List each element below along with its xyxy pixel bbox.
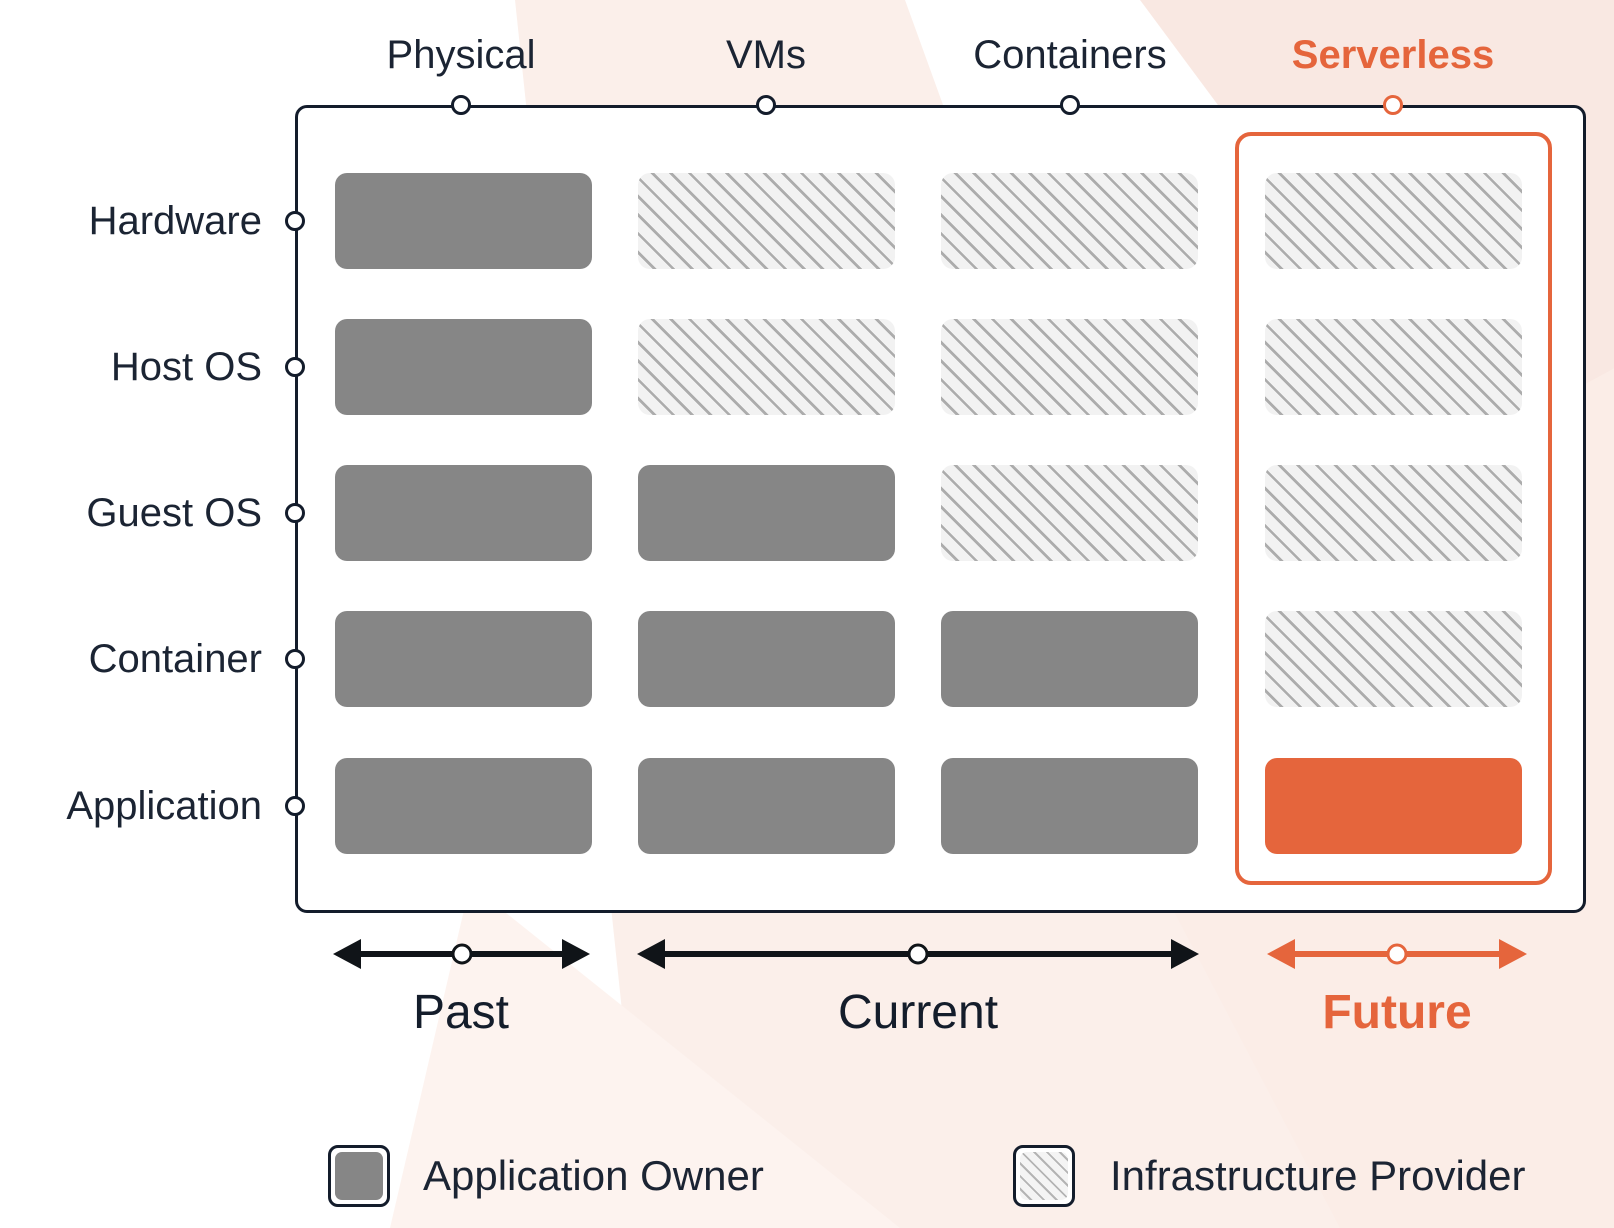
cell-host-os-physical [335,319,592,415]
column-header-containers: Containers [973,33,1167,77]
row-label-host-os: Host OS [110,345,262,389]
arrow-midpoint-dot [907,943,929,965]
cell-application-serverless [1265,758,1522,854]
cell-guest-os-vms [638,465,895,561]
anchor-dot-physical [451,95,471,115]
cell-hardware-serverless [1265,173,1522,269]
arrow-head-right-icon [562,939,590,969]
legend-label-infrastructure-provider: Infrastructure Provider [1110,1152,1526,1199]
arrow-midpoint-dot [1386,943,1408,965]
row-label-hardware: Hardware [88,199,262,243]
anchor-dot-host-os [285,357,305,377]
cell-host-os-vms [638,319,895,415]
anchor-dot-container [285,649,305,669]
cell-hardware-containers [941,173,1198,269]
cell-hardware-physical [335,173,592,269]
column-header-physical: Physical [386,33,536,77]
row-label-container: Container [88,637,262,681]
cell-container-vms [638,611,895,707]
anchor-dot-application [285,796,305,816]
timeline-label-future: Future [1322,986,1472,1039]
legend-label-application-owner: Application Owner [423,1152,764,1199]
cell-guest-os-serverless [1265,465,1522,561]
legend-swatch-application-owner [328,1145,390,1207]
column-header-serverless: Serverless [1291,33,1495,77]
timeline-label-past: Past [412,986,510,1039]
row-label-application: Application [66,784,262,828]
arrow-head-left-icon [333,939,361,969]
arrow-head-right-icon [1171,939,1199,969]
arrow-head-left-icon [1267,939,1295,969]
cell-container-physical [335,611,592,707]
anchor-dot-hardware [285,211,305,231]
row-label-guest-os: Guest OS [86,491,262,535]
cell-guest-os-containers [941,465,1198,561]
legend-swatch-fill [335,1152,383,1200]
anchor-dot-vms [756,95,776,115]
cell-container-serverless [1265,611,1522,707]
timeline-label-current: Current [837,986,999,1039]
cell-guest-os-physical [335,465,592,561]
column-header-vms: VMs [726,33,806,77]
legend-swatch-fill [1020,1152,1068,1200]
cell-hardware-vms [638,173,895,269]
arrow-head-left-icon [637,939,665,969]
anchor-dot-containers [1060,95,1080,115]
anchor-dot-guest-os [285,503,305,523]
cell-host-os-serverless [1265,319,1522,415]
cell-application-vms [638,758,895,854]
cell-application-containers [941,758,1198,854]
anchor-dot-serverless [1383,95,1403,115]
cell-host-os-containers [941,319,1198,415]
arrow-head-right-icon [1499,939,1527,969]
arrow-midpoint-dot [451,943,472,965]
cell-application-physical [335,758,592,854]
legend-swatch-infrastructure-provider [1013,1145,1075,1207]
cell-container-containers [941,611,1198,707]
